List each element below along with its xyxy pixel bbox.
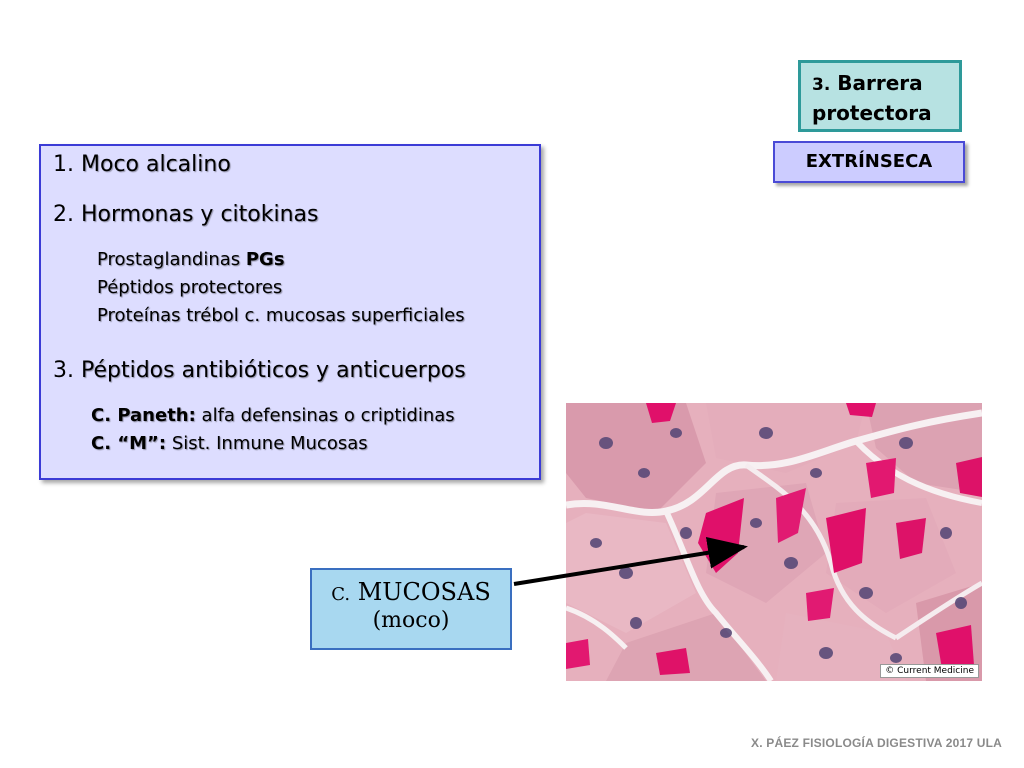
sub-bold: C. Paneth: xyxy=(91,405,196,426)
histology-drawing xyxy=(566,403,982,681)
image-credit: © Current Medicine xyxy=(880,664,979,678)
item-3-label: Péptidos antibióticos y anticuerpos xyxy=(81,358,466,383)
item-1-label: Moco alcalino xyxy=(81,152,231,177)
sub-bold: PGs xyxy=(245,249,285,270)
mucosas-prefix: C. xyxy=(331,584,351,605)
extrinseca-box: EXTRÍNSECA xyxy=(773,141,965,183)
item-2: 2. Hormonas y citokinas xyxy=(53,202,318,227)
item-1: 1. Moco alcalino xyxy=(53,152,231,177)
item-3: 3. Péptidos antibióticos y anticuerpos xyxy=(53,358,466,383)
item-2-number: 2. xyxy=(53,202,74,227)
mucosas-label-box: C. MUCOSAS (moco) xyxy=(310,568,512,650)
title-word1: Barrera xyxy=(837,71,923,95)
mucosas-main: MUCOSAS xyxy=(357,578,491,606)
item-3-sub-2: C. “M”: Sist. Inmune Mucosas xyxy=(91,430,368,458)
title-box: 3. Barrera protectora xyxy=(798,60,962,132)
item-2-label: Hormonas y citokinas xyxy=(81,202,319,227)
sub-text: Sist. Inmune Mucosas xyxy=(166,433,368,454)
sub-text: alfa defensinas o criptidinas xyxy=(195,405,455,426)
item-3-sub-1: C. Paneth: alfa defensinas o criptidinas xyxy=(91,402,455,430)
mucosas-sub: (moco) xyxy=(372,608,450,633)
histology-image: © Current Medicine xyxy=(566,403,982,681)
item-3-number: 3. xyxy=(53,358,74,383)
item-2-sub-3: Proteínas trébol c. mucosas superficiale… xyxy=(97,305,465,326)
content-box: 1. Moco alcalino 2. Hormonas y citokinas… xyxy=(39,144,541,480)
sub-text: Prostaglandinas xyxy=(97,249,246,270)
item-2-sub-1: Prostaglandinas PGs xyxy=(97,246,285,274)
title-line1: 3. Barrera xyxy=(812,69,959,99)
sub-bold: C. “M”: xyxy=(91,433,167,454)
title-number: 3. xyxy=(812,75,831,95)
item-1-number: 1. xyxy=(53,152,74,177)
mucosas-line1: C. MUCOSAS xyxy=(312,578,510,606)
footer-credit: X. PÁEZ FISIOLOGÍA DIGESTIVA 2017 ULA xyxy=(751,736,1002,750)
item-2-sub-2: Péptidos protectores xyxy=(97,277,283,298)
title-line2: protectora xyxy=(812,101,932,125)
